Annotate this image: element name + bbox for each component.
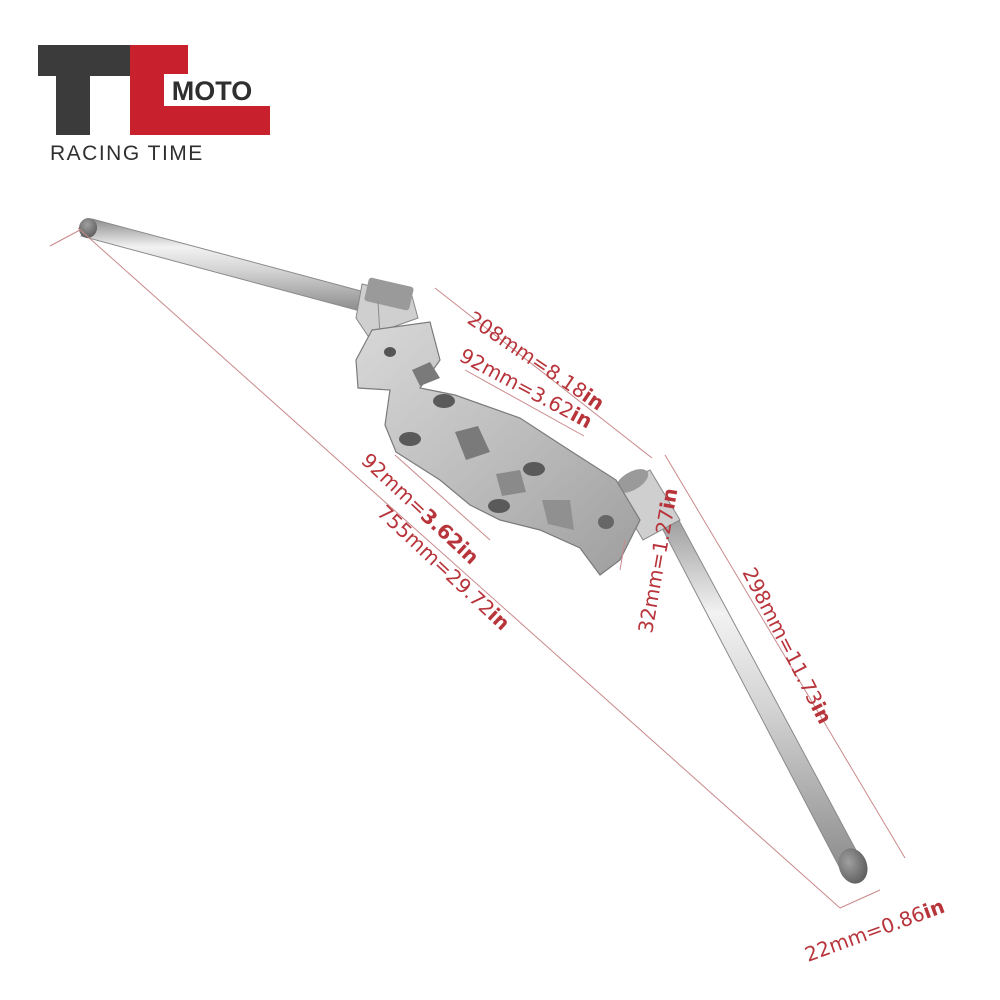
bolt-hole <box>523 462 545 476</box>
plate-cutout <box>412 362 440 386</box>
plate-cutout <box>455 426 490 460</box>
logo-letter-t-stem <box>56 45 90 135</box>
right-bar-end-cap <box>838 848 868 884</box>
logo-brand-text: MOTO <box>172 76 253 106</box>
dimension-bar-diameter: 22mm=0.86in <box>802 894 948 967</box>
dimension-lines <box>49 227 906 909</box>
bolt-hole <box>384 347 396 357</box>
logo-tagline: RACING TIME <box>50 142 204 165</box>
bolt-hole <box>488 499 510 513</box>
right-handlebar <box>611 469 868 884</box>
dimension-bar-length: 298mm=11.73in <box>738 563 838 727</box>
bolt-hole <box>598 515 614 529</box>
brand-logo: MOTO RACING TIME <box>38 45 270 165</box>
left-handlebar <box>78 218 419 337</box>
bolt-hole <box>399 432 421 446</box>
plate-cutout <box>542 500 574 530</box>
plate-cutout <box>496 470 526 496</box>
bolt-hole <box>433 394 455 408</box>
mounting-plate <box>355 321 641 576</box>
logo-letter-c <box>130 45 270 135</box>
